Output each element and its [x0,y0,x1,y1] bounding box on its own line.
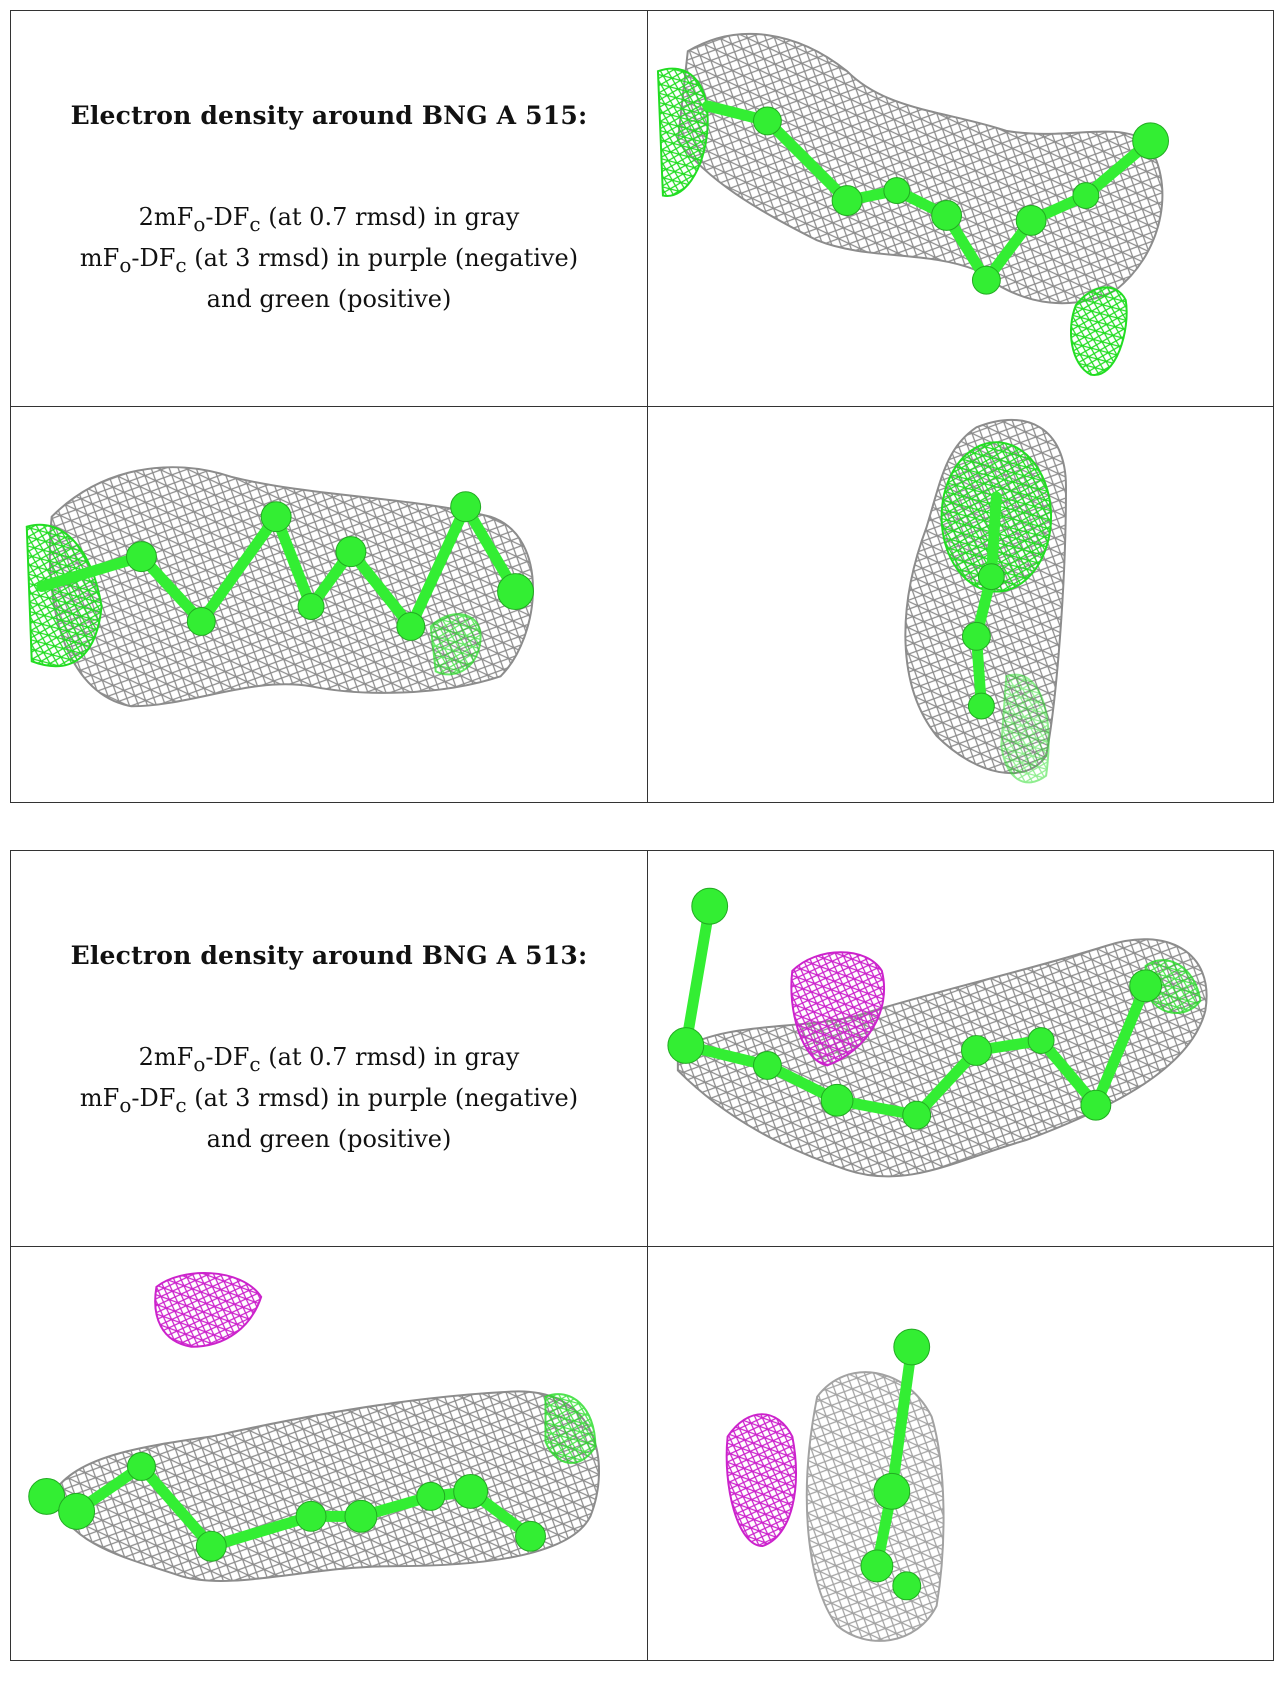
caption-cell: Electron density around BNG A 515: 2mFo-… [10,10,648,407]
positive-density-mesh [25,523,103,668]
ligand-stick [970,491,1002,712]
density-render [656,33,1169,376]
ligand-atoms [28,1452,546,1562]
density-view-4 [647,850,1274,1247]
positive-density-mesh [1144,959,1202,1014]
ligand-atoms [752,106,1169,295]
gray-density-mesh [676,33,1164,305]
legend-line-fofc: mFo-DFc (at 3 rmsd) in purple (negative) [79,244,579,277]
panel-table-bng-513: Electron density around BNG A 513: 2mFo-… [10,850,1274,1661]
gray-density-mesh [805,1371,945,1642]
density-render [725,1328,945,1642]
caption-cell: Electron density around BNG A 513: 2mFo-… [10,850,648,1247]
legend-line-2fofc: 2mFo-DFc (at 0.7 rmsd) in gray [138,203,520,236]
negative-density-mesh [154,1272,263,1348]
density-render [25,466,534,708]
section-title: Electron density around BNG A 513: [70,941,588,971]
gray-density-mesh [48,466,534,708]
positive-density-mesh [656,67,709,197]
positive-density-mesh [1070,286,1128,376]
density-view-1 [647,10,1274,407]
gray-density-mesh [50,1390,600,1582]
negative-density-mesh [725,1413,798,1548]
legend-line-positive: and green (positive) [206,1124,452,1153]
positive-density-mesh [544,1393,597,1464]
panel-table-bng-515: Electron density around BNG A 515: 2mFo-… [10,10,1274,803]
legend-line-2fofc: 2mFo-DFc (at 0.7 rmsd) in gray [138,1043,520,1076]
map-legend: 2mFo-DFc (at 0.7 rmsd) in gray mFo-DFc (… [12,200,647,316]
legend-line-positive: and green (positive) [206,284,452,313]
density-view-2 [10,406,648,803]
ligand-atoms [860,1328,931,1601]
density-view-5 [10,1246,648,1661]
positive-density-mesh [429,613,482,676]
section-title: Electron density around BNG A 515: [70,101,588,131]
positive-density-mesh [1000,673,1050,784]
ligand-atoms [126,491,534,641]
map-legend: 2mFo-DFc (at 0.7 rmsd) in gray mFo-DFc (… [12,1040,647,1156]
density-view-6 [647,1246,1274,1661]
legend-line-fofc: mFo-DFc (at 3 rmsd) in purple (negative) [79,1084,579,1117]
density-render [28,1272,600,1582]
negative-density-mesh [790,951,886,1067]
density-render [904,418,1067,784]
ligand-atoms [667,887,1163,1130]
ligand-atoms [961,563,1005,720]
density-view-3 [647,406,1274,803]
density-render [667,887,1208,1178]
